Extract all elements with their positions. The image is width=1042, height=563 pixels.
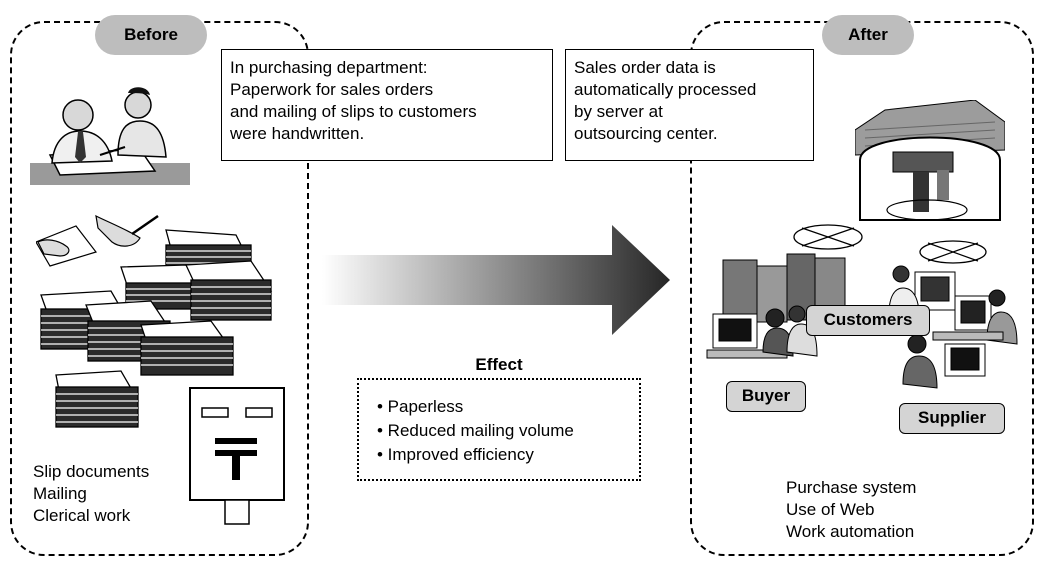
before-item: Mailing (33, 484, 87, 503)
effect-item: • Reduced mailing volume (377, 421, 574, 440)
effect-title: Effect (475, 355, 523, 374)
after-label: After (822, 15, 914, 55)
before-items: Slip documents Mailing Clerical work (33, 461, 149, 527)
office-workers-icon (30, 87, 190, 185)
data-center-icon (855, 100, 1005, 221)
before-description-line: were handwritten. (230, 124, 365, 143)
network-link-icon (793, 224, 863, 250)
after-description-line: by server at (574, 102, 663, 121)
after-items: Purchase system Use of Web Work automati… (786, 477, 916, 543)
paper-stacks-icon (40, 229, 273, 428)
transition-arrow (322, 225, 670, 335)
before-description-line: In purchasing department: (230, 58, 428, 77)
effect-box: • Paperless • Reduced mailing volume • I… (357, 378, 641, 481)
before-description-line: and mailing of slips to customers (230, 102, 477, 121)
buyer-label: Buyer (726, 381, 806, 412)
before-item: Slip documents (33, 462, 150, 481)
customers-label: Customers (806, 305, 930, 336)
effect-item: • Paperless (377, 397, 464, 416)
computer-workstations-icon (706, 253, 1018, 389)
before-description-box: In purchasing department: Paperwork for … (221, 49, 553, 161)
before-description-line: Paperwork for sales orders (230, 80, 434, 99)
effect-item: • Improved efficiency (377, 445, 534, 464)
after-description-line: outsourcing center. (574, 124, 718, 143)
before-item: Clerical work (33, 506, 131, 525)
after-description-box: Sales order data is automatically proces… (565, 49, 814, 161)
after-item: Use of Web (786, 500, 875, 519)
after-description-line: automatically processed (574, 80, 757, 99)
before-label: Before (95, 15, 207, 55)
after-item: Work automation (786, 522, 915, 541)
after-item: Purchase system (786, 478, 917, 497)
after-description-line: Sales order data is (574, 58, 716, 77)
writing-hand-icon (36, 214, 159, 267)
postbox-icon (189, 387, 285, 525)
supplier-label: Supplier (899, 403, 1005, 434)
network-link-icon (919, 240, 987, 264)
